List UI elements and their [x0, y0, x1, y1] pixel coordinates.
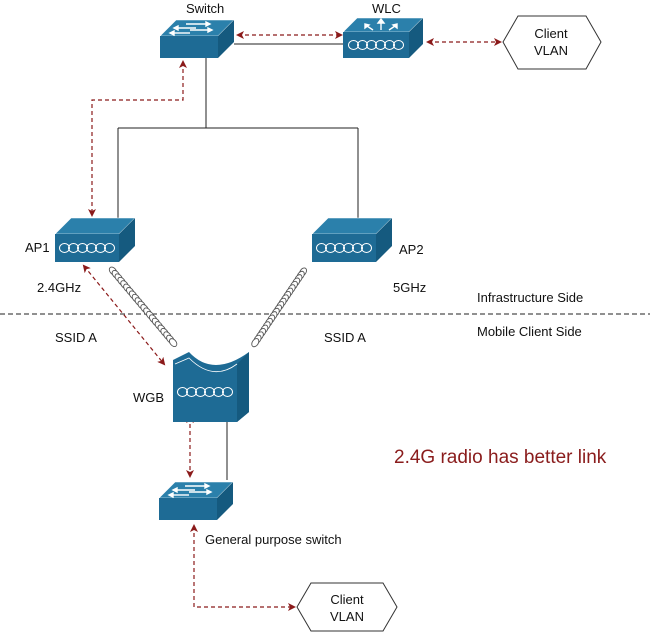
- wgb-icon[interactable]: [173, 352, 249, 422]
- radio-wave-icon: [316, 243, 372, 253]
- infrastructure-side-label: Infrastructure Side: [477, 290, 583, 305]
- general-purpose-switch-icon[interactable]: [158, 481, 234, 520]
- vlan-top-line1: Client: [534, 26, 568, 41]
- coil-segment: [251, 338, 260, 348]
- wgb-label: WGB: [133, 390, 164, 405]
- ap2-ssid: SSID A: [324, 330, 366, 345]
- ap2-band: 5GHz: [393, 280, 426, 295]
- radio-wave-icon: [348, 40, 404, 50]
- wireless-link-ap1: [108, 266, 178, 347]
- wlc-icon[interactable]: [342, 17, 424, 58]
- path-ap1-wgb: [82, 264, 166, 366]
- client-vlan-top[interactable]: Client VLAN: [502, 15, 602, 70]
- vlan-bottom-line1: Client: [330, 592, 364, 607]
- path-gpswitch-vlan: [190, 524, 296, 611]
- ap1-icon[interactable]: [54, 217, 136, 262]
- ap1-band: 2.4GHz: [37, 280, 81, 295]
- vlan-bottom-line2: VLAN: [330, 609, 364, 624]
- ap2-label: AP2: [399, 242, 424, 257]
- switch-icon[interactable]: [159, 19, 235, 58]
- ap1-ssid: SSID A: [55, 330, 97, 345]
- link-quality-note: 2.4G radio has better link: [394, 447, 607, 468]
- mobile-client-side-label: Mobile Client Side: [477, 324, 582, 339]
- path-switch-ap1: [88, 60, 187, 217]
- wlc-label: WLC: [372, 1, 401, 16]
- logical-paths: [82, 31, 502, 611]
- general-purpose-switch-label: General purpose switch: [205, 532, 342, 547]
- wireless-link-ap2: [251, 267, 307, 348]
- client-vlan-bottom[interactable]: Client VLAN: [296, 582, 398, 632]
- radio-wave-icon: [177, 387, 233, 397]
- switch-label: Switch: [186, 1, 224, 16]
- ap1-label: AP1: [25, 240, 50, 255]
- ap2-icon[interactable]: [311, 217, 393, 262]
- radio-wave-icon: [59, 243, 115, 253]
- coil-segment: [168, 338, 178, 347]
- vlan-top-line2: VLAN: [534, 43, 568, 58]
